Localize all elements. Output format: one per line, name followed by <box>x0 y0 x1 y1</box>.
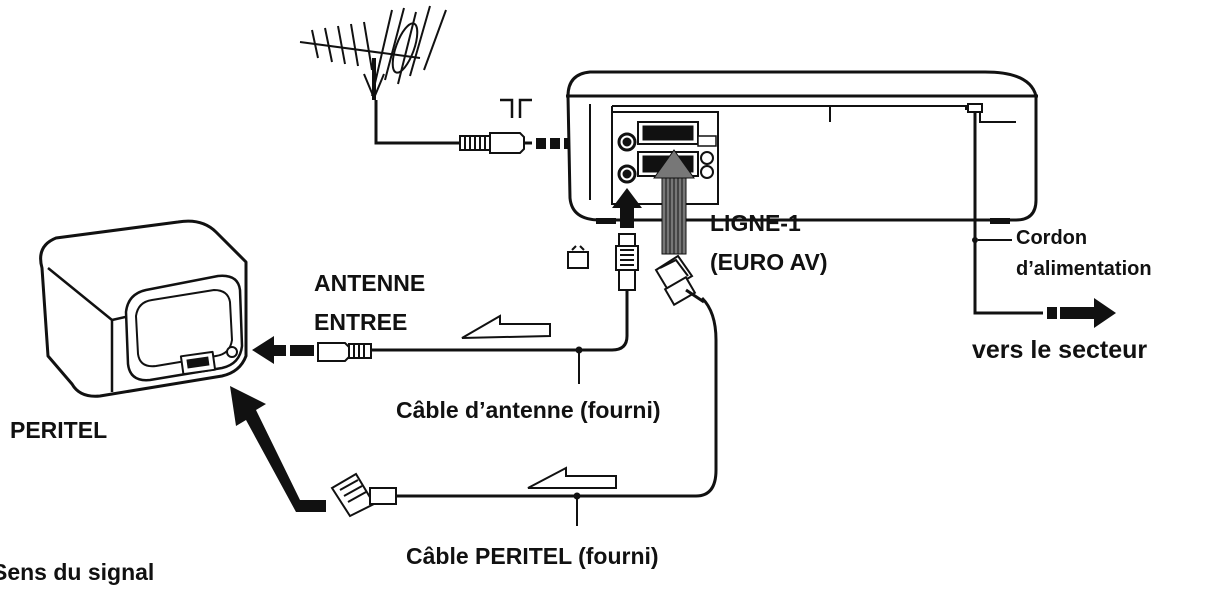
scart-plug-vcr <box>654 254 705 307</box>
antenna-plug <box>459 132 532 154</box>
label-antenne: ANTENNE <box>314 270 426 296</box>
signal-arrow-scart-out <box>653 149 695 255</box>
label-cordon: Cordon <box>1016 227 1088 249</box>
hollow-signal-arrow-scart <box>527 466 617 489</box>
signal-arrow-antenna-out <box>612 188 642 228</box>
label-peritel: PERITEL <box>10 417 108 443</box>
tv-set-icon <box>39 219 248 398</box>
signal-arrow-scart-tv <box>230 386 326 512</box>
signal-arrow-antenna-tv <box>252 336 314 364</box>
label-entree: ENTREE <box>314 309 408 335</box>
label-euro-av: (EURO AV) <box>710 249 828 275</box>
label-alimentation: d’alimentation <box>1016 258 1152 280</box>
label-cable-peritel: Câble PERITEL (fourni) <box>406 543 659 569</box>
label-vers-secteur: vers le secteur <box>972 336 1148 364</box>
label-ligne1: LIGNE-1 <box>710 210 801 236</box>
signal-arrow-power <box>1047 298 1116 328</box>
antenna-in-symbol-icon <box>500 98 532 118</box>
tv-output-symbol-icon <box>567 245 589 269</box>
power-cord <box>973 110 1043 315</box>
label-sens-signal: Sens du signal <box>0 559 155 585</box>
antenna-cable-vcr-tv <box>372 290 629 352</box>
hollow-signal-arrow-antenna <box>461 314 551 339</box>
scart-plug-tv <box>330 472 397 518</box>
scart-cable <box>395 296 718 498</box>
tv-aerial-icon <box>299 5 447 100</box>
antenna-cable-plug-vcr <box>615 233 639 291</box>
antenna-cable <box>374 100 460 145</box>
label-cable-antenne: Câble d’antenne (fourni) <box>396 397 661 423</box>
antenna-cable-plug-tv <box>317 342 372 362</box>
